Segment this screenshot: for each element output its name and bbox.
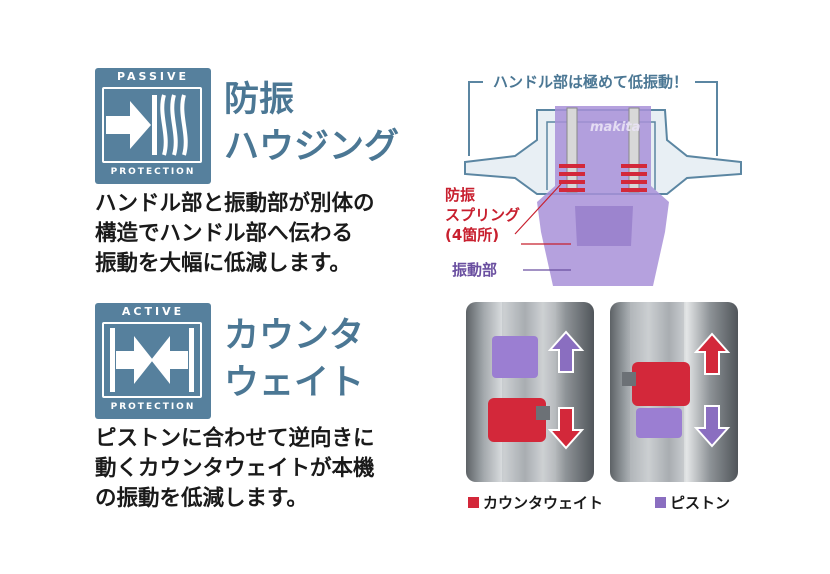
badge-bottom-text: PROTECTION	[110, 167, 196, 177]
legend-piston-swatch	[655, 497, 666, 508]
active-title-line2: ウェイト	[224, 363, 365, 403]
passive-description-line1: ハンドル部と振動部が別体の	[95, 191, 375, 216]
badge-icon-frame	[102, 322, 202, 398]
spring-label-line2: スプリング	[445, 206, 521, 224]
passive-title-line2: ハウジング	[224, 127, 400, 167]
brand-mark: makita	[590, 120, 641, 135]
housing-diagram	[464, 81, 742, 286]
vibration-label: 振動部	[452, 261, 498, 279]
active-description-line2: 動くカウンタウェイトが本機	[95, 456, 375, 481]
spring-left-icon	[559, 164, 585, 192]
active-description-line1: ピストンに合わせて逆向きに	[95, 426, 375, 451]
legend-counterweight-swatch	[468, 497, 479, 508]
legend-piston-label: ピストン	[670, 494, 731, 512]
legend-counterweight-label: カウンタウェイト	[483, 494, 604, 512]
panel-left-diagram	[488, 302, 585, 482]
badge-icon-frame	[102, 87, 202, 163]
badge-top-text: ACTIVE	[121, 305, 185, 318]
passive-title-line1: 防振	[224, 80, 295, 120]
passive-protection-badge: PASSIVE PROTECTION	[95, 68, 211, 184]
counterweight-panel-left	[466, 302, 594, 482]
handle-label: ハンドル部は極めて低振動！	[490, 71, 692, 92]
arrow-up-icon	[693, 332, 731, 375]
active-title-line1: カウンタ	[224, 316, 365, 356]
arrow-down-icon	[547, 407, 585, 450]
arrow-into-wave-barrier-icon	[106, 94, 188, 156]
spring-label-line1: 防振	[445, 186, 476, 204]
active-protection-badge: ACTIVE PROTECTION	[95, 303, 211, 419]
badge-bottom-text: PROTECTION	[110, 402, 196, 412]
passive-description-line3: 振動を大幅に低減します。	[95, 251, 351, 276]
arrow-up-icon	[547, 330, 585, 373]
badge-top-text: PASSIVE	[116, 70, 190, 83]
passive-description-line2: 構造でハンドル部へ伝わる	[95, 221, 354, 246]
counterweight-panel-right	[610, 302, 738, 482]
spring-label-line3: (4箇所)	[445, 226, 500, 244]
arrow-down-icon	[693, 405, 731, 448]
panel-right-diagram	[622, 302, 731, 482]
active-description-line3: の振動を低減します。	[95, 486, 308, 511]
opposing-arrows-icon	[110, 328, 194, 392]
spring-right-icon	[621, 164, 647, 192]
